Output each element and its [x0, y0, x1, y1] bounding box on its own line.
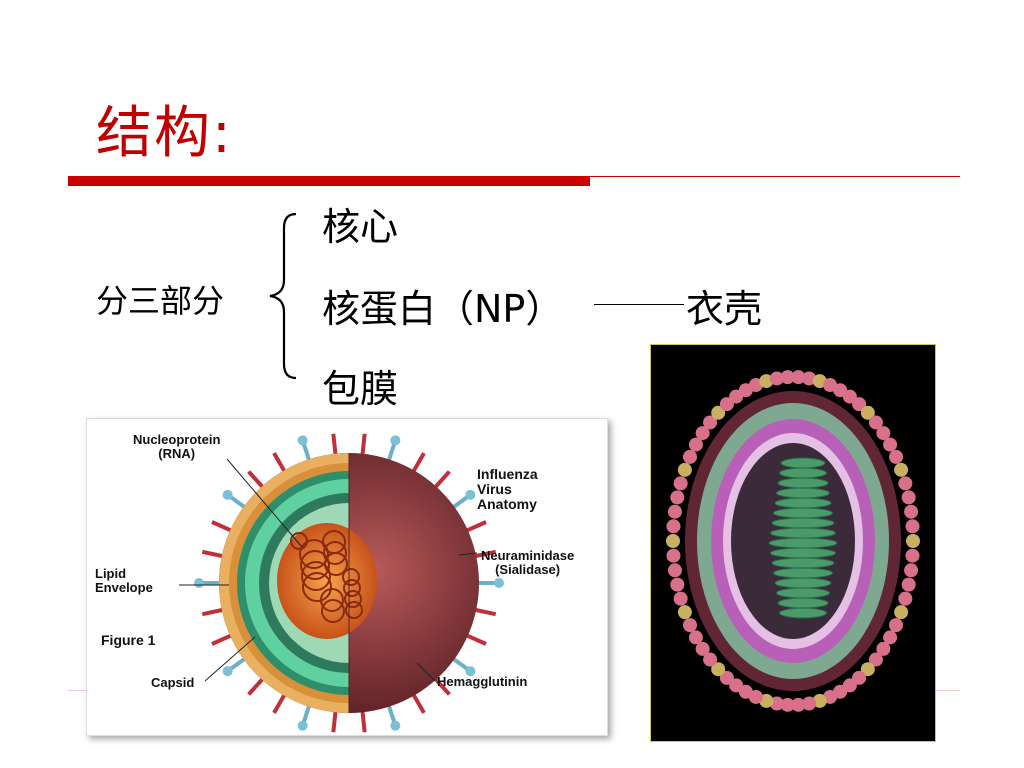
virus-anatomy-figure: Nucleoprotein (RNA) Influenza Virus Anat…: [86, 418, 608, 736]
label-neuraminidase: Neuraminidase (Sialidase): [481, 548, 575, 577]
item-core: 核心: [322, 205, 399, 249]
label-nucleoprotein: Nucleoprotein (RNA): [133, 432, 221, 461]
surface-spikes: [194, 433, 504, 733]
curly-brace: [269, 212, 297, 380]
virus-3d-image: [650, 344, 936, 742]
dash-connector: [594, 304, 684, 305]
label-capsid: Capsid: [151, 675, 195, 690]
nucleocapsid-helix: [768, 457, 838, 619]
rna-coils: [290, 530, 363, 623]
footer-line-left: [68, 690, 86, 691]
three-parts-label: 分三部分: [96, 282, 225, 320]
slide-title: 结构:: [96, 101, 233, 166]
label-hemagglutinin: Hemagglutinin: [437, 674, 528, 689]
virus-3d-graphic: [666, 370, 920, 712]
item-nucleoprotein: 核蛋白（NP）: [322, 287, 564, 331]
label-influenza-anatomy: Influenza Virus Anatomy: [477, 466, 538, 512]
shell-label: 衣壳: [686, 287, 763, 331]
label-figure-number: Figure 1: [101, 632, 156, 648]
item-envelope: 包膜: [322, 367, 399, 411]
virus-diagram-graphic: [179, 433, 504, 733]
title-underline-thin: [590, 176, 960, 177]
footer-line-right: [936, 690, 960, 691]
label-lipid-envelope: Lipid Envelope: [95, 566, 153, 595]
title-underline-thick: [68, 176, 590, 186]
surface-protein-dots: [666, 370, 920, 712]
